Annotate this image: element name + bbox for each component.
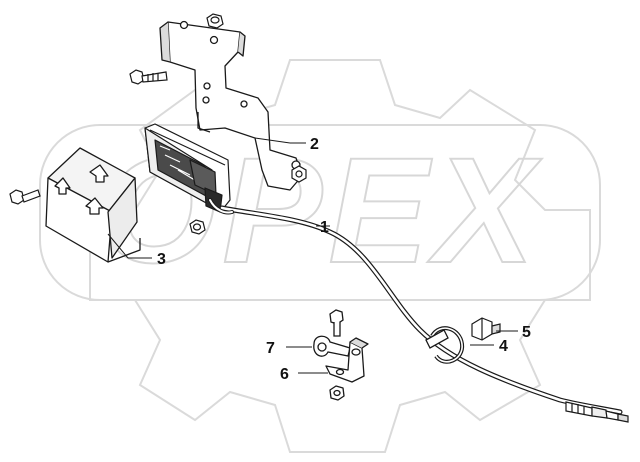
sensor-probe-tip: [565, 401, 629, 423]
callout-1: 1: [320, 219, 329, 236]
protective-cover: [45, 147, 141, 263]
watermark-banner: [39, 124, 601, 301]
bolt-cover-left: [9, 189, 41, 205]
clamp-bracket: [325, 337, 369, 401]
callout-5: 5: [522, 324, 531, 341]
cover-arrow-icon: [54, 177, 71, 195]
mounting-bracket: [159, 20, 303, 191]
bolt-top-right: [206, 13, 224, 29]
nut-bracket-right: [291, 165, 307, 183]
bolt-upper-left: [129, 69, 168, 85]
sensor-control-unit: [144, 123, 231, 213]
cover-arrow-icon: [89, 164, 109, 183]
callout-7: 7: [266, 340, 275, 357]
callout-4: 4: [499, 338, 508, 355]
callout-6: 6: [280, 366, 289, 383]
p-clip: [313, 309, 351, 357]
sensor-cable: [208, 198, 623, 415]
cover-arrow-icon: [85, 197, 104, 215]
bolt-cover-right: [189, 219, 206, 235]
clip-fastener: [471, 317, 501, 341]
watermark-gear-outline: [89, 59, 591, 453]
callout-3: 3: [157, 251, 166, 268]
leader-lines: [107, 137, 518, 374]
callout-2: 2: [310, 136, 319, 153]
cable-clamp: [425, 326, 465, 364]
